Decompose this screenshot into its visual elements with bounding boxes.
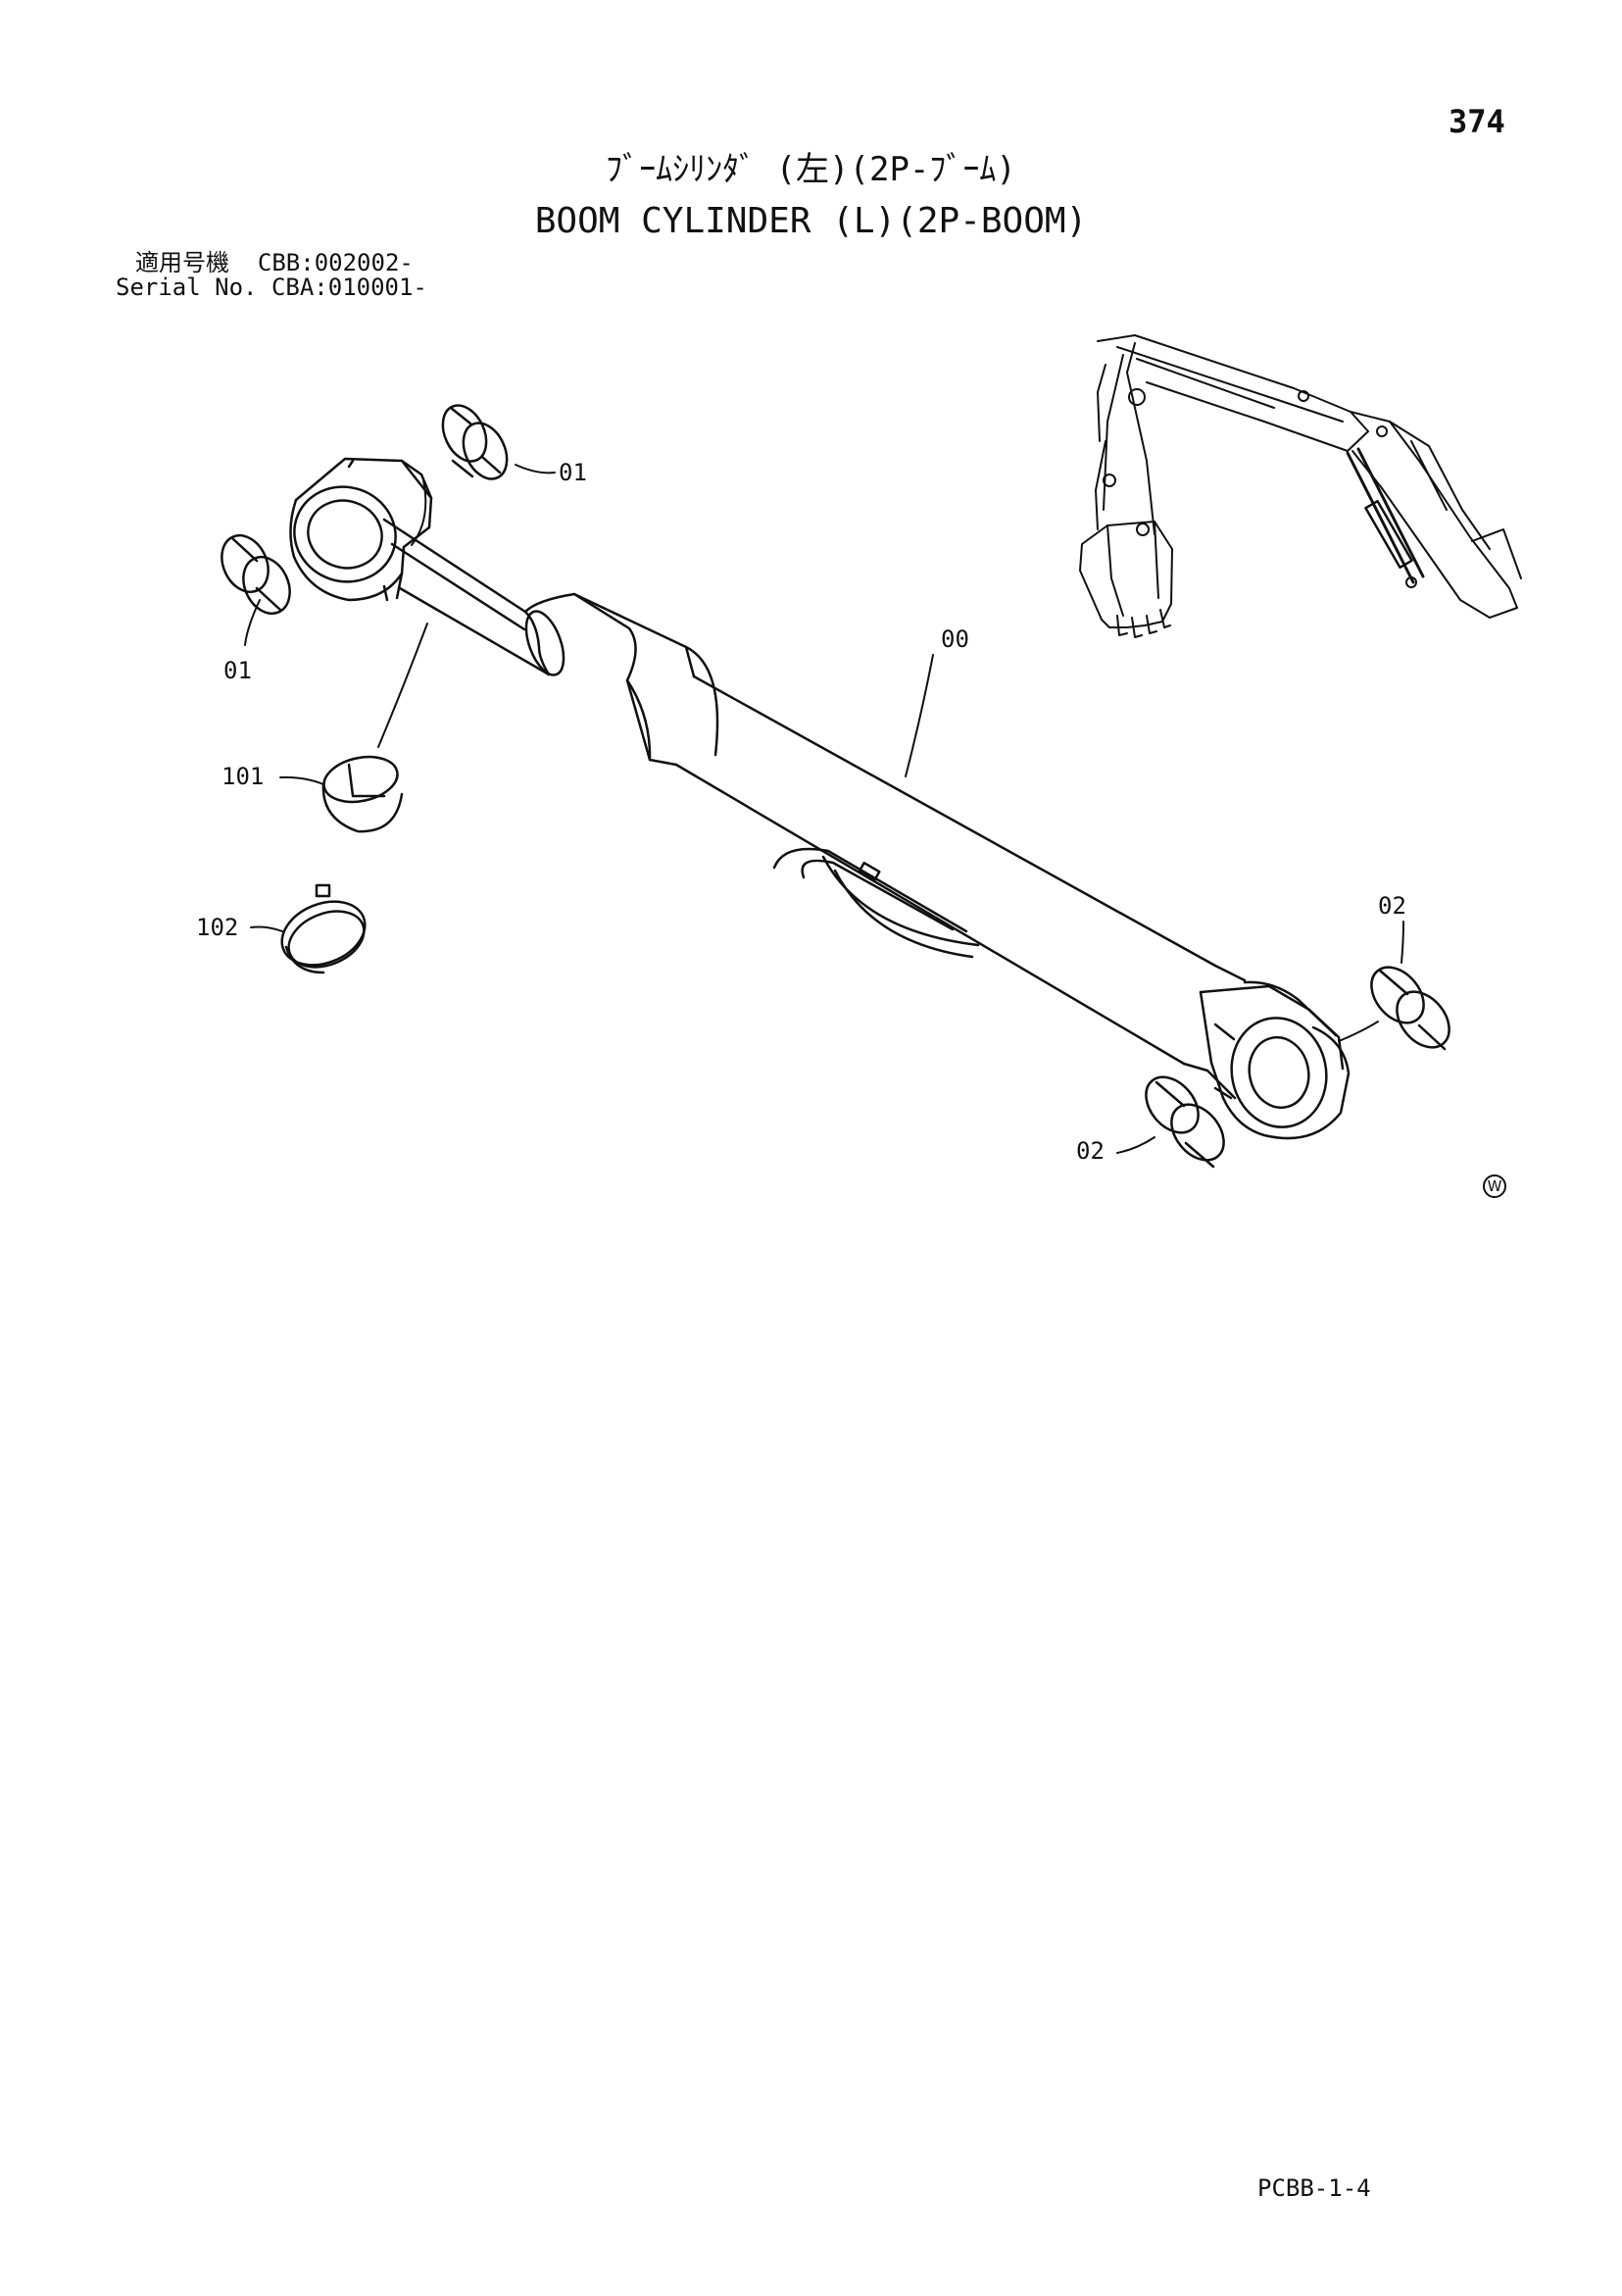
title-english: BOOM CYLINDER (L)(2P-BOOM): [534, 201, 1088, 241]
callout-01-top: 01: [559, 459, 587, 486]
callout-101: 101: [221, 763, 264, 790]
callout-01-left: 01: [223, 657, 252, 684]
band-101: [321, 755, 404, 833]
w-revision-mark: W: [1483, 1174, 1506, 1198]
leader-lines: [244, 464, 1404, 1154]
boom-cylinder-drawing: [289, 457, 1351, 1140]
bushing-02-right: [1370, 966, 1450, 1051]
footer-document-code: PCBB-1-4: [1257, 2174, 1371, 2202]
bushing-02-bottom: [1145, 1075, 1225, 1169]
bushing-01-top: [441, 404, 509, 480]
w-mark-letter: W: [1488, 1177, 1502, 1195]
clamp-102: [280, 883, 367, 974]
excavator-location-icon: [1079, 334, 1522, 638]
bushing-01-left: [221, 534, 291, 615]
callout-102: 102: [196, 914, 238, 941]
title-japanese: ﾌﾞｰﾑｼﾘﾝﾀﾞ (左)(2P-ﾌﾞｰﾑ): [606, 150, 1016, 189]
serial-number-english: Serial No. CBA:010001-: [116, 274, 427, 301]
callout-00: 00: [941, 625, 969, 653]
callout-labels: 01 01 00 101 102 02 02: [196, 459, 1406, 1165]
callout-02-bottom: 02: [1076, 1137, 1105, 1165]
page-number: 374: [1449, 103, 1505, 140]
callout-02-right: 02: [1378, 892, 1406, 920]
serial-applicable-japanese: 適用号機 CBB:002002-: [135, 249, 414, 276]
